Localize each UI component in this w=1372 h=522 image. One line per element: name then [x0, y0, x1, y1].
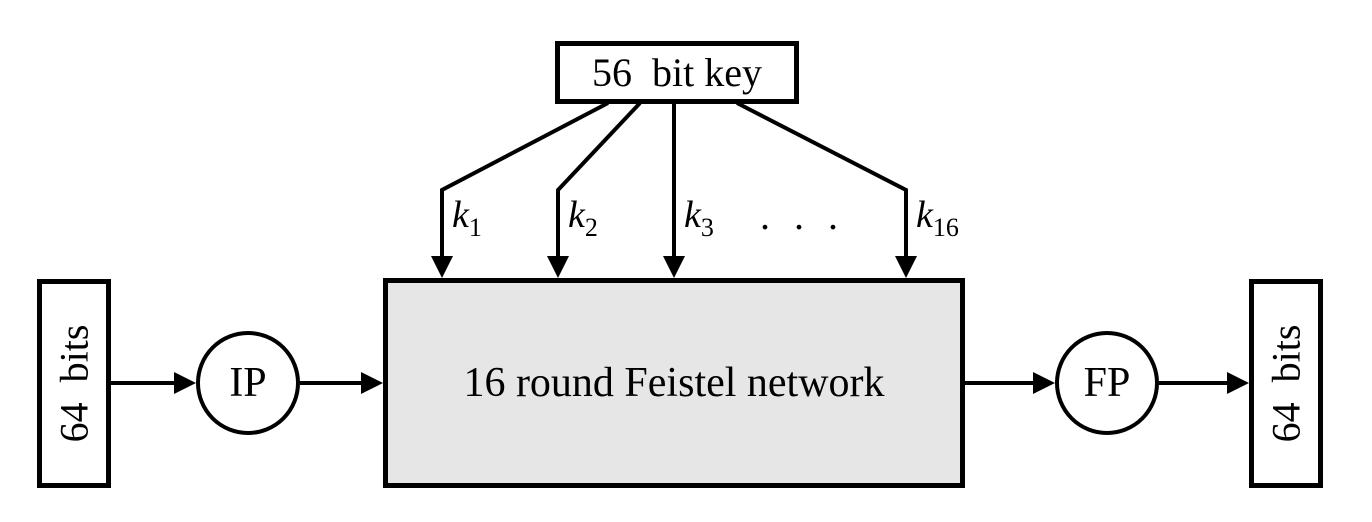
arrow-feistel-to-fp: [965, 372, 1055, 394]
round-key-base: k: [684, 194, 701, 236]
round-key-subscript: 16: [932, 213, 959, 242]
output-bits-label: 64 bits: [1263, 324, 1309, 443]
round-key-subscript: 1: [468, 213, 482, 242]
key-arrow-k3: [663, 103, 685, 278]
round-key-base: k: [452, 194, 469, 236]
key-arrow-k1: [431, 101, 609, 278]
round-key-base: k: [568, 194, 585, 236]
output-bits-box: 64 bits: [1249, 279, 1323, 488]
final-permutation-node: FP: [1055, 331, 1159, 435]
key-box: 56 bit key: [555, 41, 799, 104]
key-arrow-k2: [547, 101, 642, 278]
final-permutation-label: FP: [1083, 360, 1131, 406]
initial-permutation-label: IP: [229, 360, 267, 406]
feistel-network-box: 16 round Feistel network: [383, 278, 965, 488]
key-arrow-k16: [736, 101, 917, 278]
arrow-ip-to-feistel: [300, 372, 383, 394]
arrow-fp-to-output: [1159, 372, 1249, 394]
round-key-label-k2: k2: [568, 196, 598, 241]
input-bits-box: 64 bits: [37, 279, 111, 488]
round-key-subscript: 3: [700, 213, 714, 242]
round-key-label-k3: k3: [684, 196, 714, 241]
initial-permutation-node: IP: [196, 331, 300, 435]
ellipsis-label: . . .: [760, 193, 845, 238]
feistel-network-label: 16 round Feistel network: [463, 360, 885, 406]
round-key-subscript: 2: [584, 213, 598, 242]
round-key-label-k1: k1: [452, 196, 482, 241]
key-box-label: 56 bit key: [592, 50, 762, 95]
round-key-label-k16: k16: [916, 196, 959, 241]
arrow-input-to-ip: [110, 372, 196, 394]
input-bits-label: 64 bits: [51, 324, 97, 443]
round-key-base: k: [916, 194, 933, 236]
